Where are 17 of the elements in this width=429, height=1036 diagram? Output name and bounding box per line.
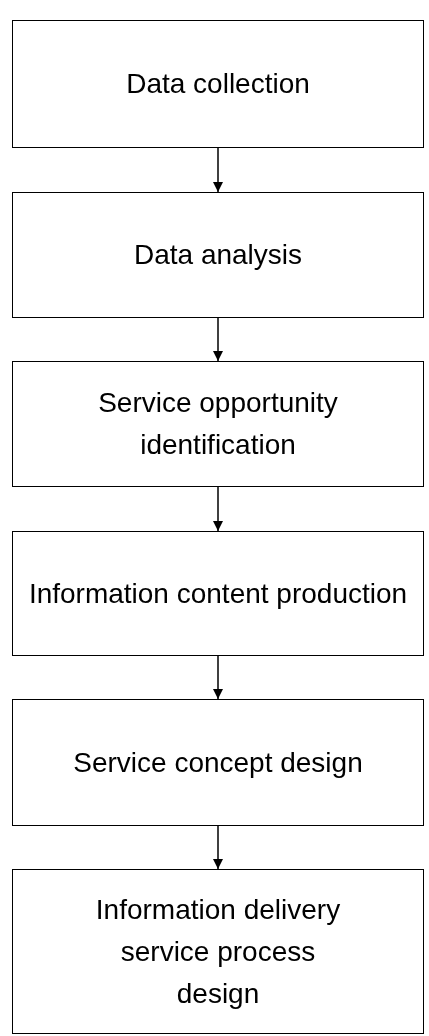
step-label: Information delivery service process design — [94, 892, 342, 1011]
step-label: Data collection — [126, 67, 310, 101]
arrow — [213, 486, 223, 532]
step-label: Information content production — [28, 576, 408, 611]
arrow — [213, 147, 223, 193]
arrow — [213, 655, 223, 700]
process-box — [12, 699, 424, 826]
arrow — [213, 317, 223, 362]
process-box — [12, 531, 424, 656]
step-label: Service opportunity identification — [97, 386, 339, 462]
step-label: Data analysis — [133, 238, 303, 272]
process-box — [12, 20, 424, 148]
process-box — [12, 361, 424, 487]
process-box — [12, 869, 424, 1034]
arrow — [213, 825, 223, 870]
step-label: Service concept design — [73, 745, 363, 780]
process-box — [12, 192, 424, 318]
